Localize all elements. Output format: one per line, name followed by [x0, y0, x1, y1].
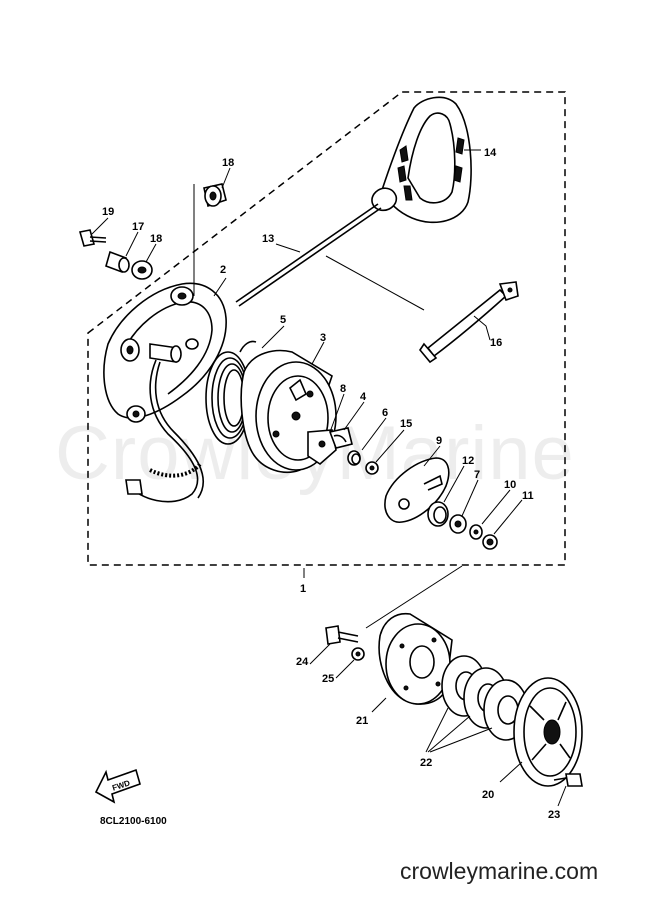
part-4-pawl-spring — [328, 427, 353, 449]
callout-17: 17 — [132, 221, 144, 233]
part-14-handle — [371, 96, 472, 224]
callout-15: 15 — [400, 418, 412, 430]
callout-8: 8 — [340, 383, 346, 395]
part-18-collar-left — [131, 260, 153, 280]
callout-23: 23 — [548, 809, 560, 821]
part-6-spring — [347, 450, 361, 466]
callout-14: 14 — [484, 147, 497, 159]
part-10-washer — [469, 524, 483, 540]
part-8-pawl — [307, 429, 337, 466]
leader-lines — [91, 149, 567, 807]
callout-21: 21 — [356, 715, 368, 727]
callout-4: 4 — [360, 391, 367, 403]
callout-9: 9 — [436, 435, 442, 447]
callout-11: 11 — [522, 490, 534, 502]
fwd-arrow-icon: FWD — [94, 768, 141, 804]
part-15-washer — [365, 461, 379, 475]
callout-13: 13 — [262, 233, 274, 245]
part-9-drive-plate — [384, 457, 450, 523]
callout-18-top: 18 — [222, 157, 234, 169]
part-11-nut — [482, 534, 498, 550]
part-20-cover-plate — [513, 677, 583, 787]
callout-2: 2 — [220, 264, 226, 276]
callout-7: 7 — [474, 469, 480, 481]
part-16-rope-guide — [419, 281, 519, 364]
callout-12: 12 — [462, 455, 474, 467]
assembly-boundary — [87, 91, 566, 566]
starter-cable — [125, 359, 204, 503]
callout-5: 5 — [280, 314, 286, 326]
part-25-washer — [351, 647, 365, 661]
part-21-drive-pulley — [378, 612, 453, 705]
callout-16: 16 — [490, 337, 502, 349]
part-23-screw — [553, 773, 583, 787]
callout-20: 20 — [482, 789, 494, 801]
callout-1: 1 — [300, 583, 306, 595]
part-7-washer — [449, 514, 467, 534]
callout-10: 10 — [504, 479, 516, 491]
part-12-friction-spring — [427, 501, 449, 527]
part-24-bolt — [325, 625, 359, 645]
callout-24: 24 — [296, 656, 309, 668]
callout-19: 19 — [102, 206, 114, 218]
part-2-starter-case — [103, 282, 227, 423]
callout-18-left: 18 — [150, 233, 162, 245]
part-17-spacer — [105, 250, 130, 274]
drawing-code: 8CL2100-6100 — [100, 816, 167, 827]
callout-3: 3 — [320, 332, 326, 344]
part-18-collar-top — [203, 183, 227, 208]
part-19-bolt — [78, 229, 107, 247]
part-13-starter-rope — [235, 203, 379, 303]
site-footer: crowleymarine.com — [400, 858, 599, 884]
callout-6: 6 — [382, 407, 388, 419]
callout-25: 25 — [322, 673, 334, 685]
callout-22: 22 — [420, 757, 432, 769]
part-22-shims — [441, 655, 529, 741]
